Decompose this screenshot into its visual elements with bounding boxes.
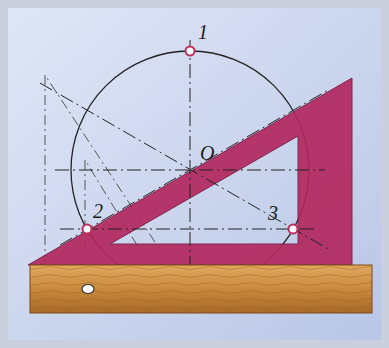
circle-points [83,47,298,234]
hanging-hole [82,285,94,294]
point-number: 2 [93,201,103,221]
point-number: 1 [198,22,208,42]
center-lines [40,40,330,300]
t-square [30,265,372,313]
center-label: O [200,143,214,163]
point-number: 3 [268,203,278,223]
wood-grain [30,265,372,313]
background [8,8,381,340]
